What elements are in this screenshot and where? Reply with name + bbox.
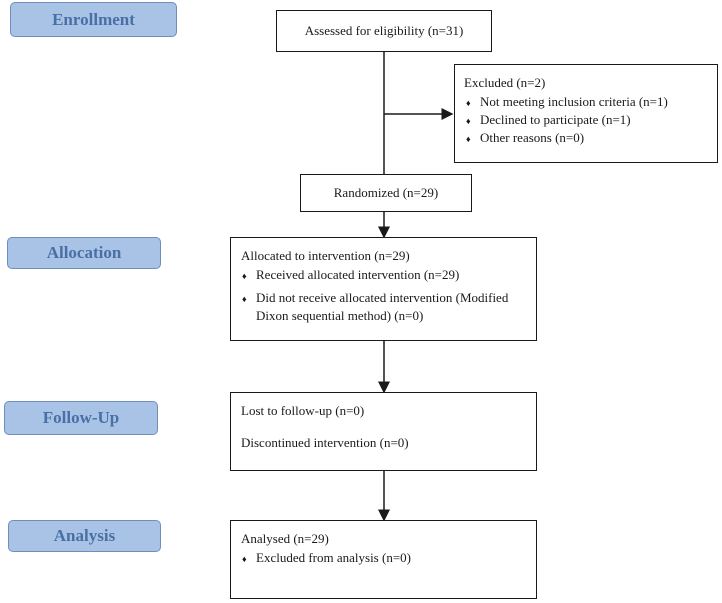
- stage-enrollment: Enrollment: [10, 2, 177, 37]
- allocation-box: Allocated to intervention (n=29) ♦Receiv…: [230, 237, 537, 341]
- allocation-item: ♦Did not receive allocated intervention …: [242, 290, 509, 305]
- allocation-title: Allocated to intervention (n=29): [241, 248, 410, 263]
- excluded-item: ♦Declined to participate (n=1): [466, 112, 631, 127]
- allocation-item-continued: Dixon sequential method) (n=0): [256, 308, 424, 323]
- stage-allocation: Allocation: [7, 237, 161, 269]
- diamond-bullet-icon: ♦: [466, 116, 471, 126]
- followup-box: Lost to follow-up (n=0) Discontinued int…: [230, 392, 537, 471]
- excluded-item: ♦Other reasons (n=0): [466, 130, 585, 145]
- assessed-box: Assessed for eligibility (n=31): [276, 10, 492, 52]
- diamond-bullet-icon: ♦: [466, 134, 471, 144]
- stage-analysis: Analysis: [8, 520, 161, 552]
- analysis-item: ♦Excluded from analysis (n=0): [242, 550, 411, 565]
- stage-followup: Follow-Up: [4, 401, 158, 435]
- analysis-title: Analysed (n=29): [241, 531, 329, 546]
- diamond-bullet-icon: ♦: [466, 98, 471, 108]
- analysis-box: Analysed (n=29) ♦Excluded from analysis …: [230, 520, 537, 599]
- followup-discontinued: Discontinued intervention (n=0): [241, 435, 409, 450]
- randomized-label: Randomized (n=29): [333, 185, 439, 200]
- randomized-box: Randomized (n=29): [300, 174, 472, 212]
- followup-lost: Lost to follow-up (n=0): [241, 403, 365, 418]
- excluded-item: ♦Not meeting inclusion criteria (n=1): [466, 94, 668, 109]
- excluded-box: Excluded (n=2) ♦Not meeting inclusion cr…: [454, 64, 718, 163]
- excluded-title: Excluded (n=2): [464, 75, 546, 90]
- diamond-bullet-icon: ♦: [242, 294, 247, 304]
- diamond-bullet-icon: ♦: [242, 554, 247, 564]
- allocation-item: ♦Received allocated intervention (n=29): [242, 267, 460, 282]
- diamond-bullet-icon: ♦: [242, 271, 247, 281]
- assessed-label: Assessed for eligibility (n=31): [304, 23, 464, 38]
